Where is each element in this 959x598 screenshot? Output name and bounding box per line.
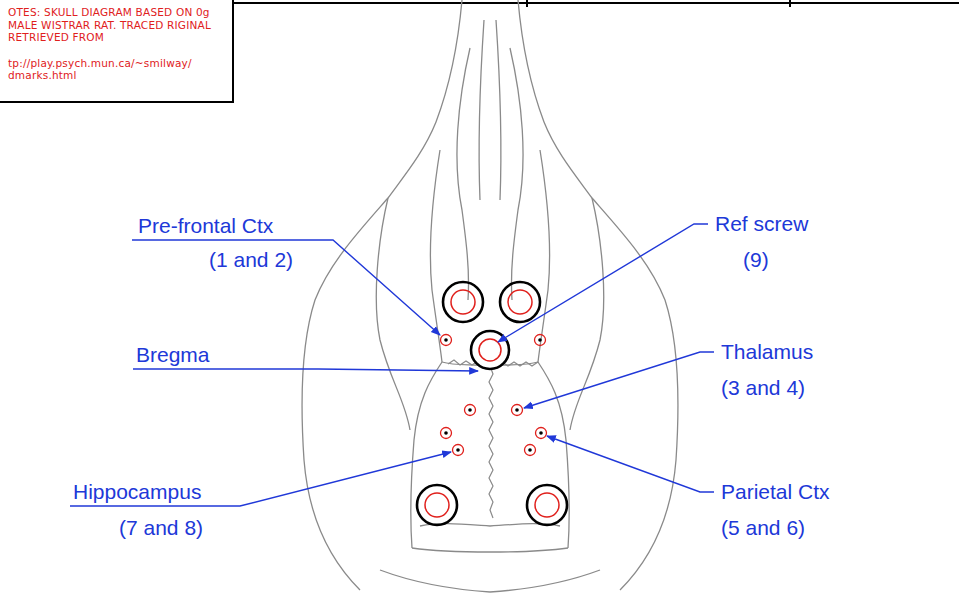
skull-screw (527, 485, 567, 525)
callout-number: (1 and 2) (208, 248, 294, 272)
skull-outline (302, 0, 462, 590)
electrode (525, 445, 536, 456)
electrode-dot (539, 431, 543, 435)
skull-outline (490, 0, 678, 592)
leader-line (70, 452, 451, 506)
frame-line (233, 0, 959, 7)
leader-line (498, 224, 708, 342)
leader-line (524, 352, 714, 408)
electrode-dot (468, 408, 472, 412)
note-text: OTES: SKULL DIAGRAM BASED ON 0g MALE WIS… (8, 6, 226, 44)
leader-line (132, 240, 440, 335)
region-label: Thalamus (720, 340, 814, 364)
lambdoid-ridge (412, 548, 490, 552)
skull-screw (500, 282, 540, 322)
electrode-dot (444, 431, 448, 435)
callout-number: (7 and 8) (118, 516, 204, 540)
electrode (512, 405, 523, 416)
ref-screw (471, 331, 509, 369)
frontal-bone (430, 150, 442, 362)
region-label: Bregma (135, 343, 211, 367)
electrode (536, 428, 547, 439)
note-text: tp://play.psych.mun.ca/~smilway/ dmarks.… (8, 57, 226, 82)
skull-screw (417, 485, 457, 525)
callout-number: (5 and 6) (720, 516, 806, 540)
zygomatic-arch (376, 198, 410, 430)
occipital-edge (380, 570, 490, 592)
electrode-dot (538, 338, 542, 342)
leader-line (547, 436, 714, 492)
region-label: Ref screw (714, 212, 809, 236)
electrode (441, 428, 452, 439)
leader-line (133, 369, 478, 371)
region-label: Parietal Ctx (720, 480, 831, 504)
callout-number: (9) (742, 248, 770, 272)
note-box: OTES: SKULL DIAGRAM BASED ON 0g MALE WIS… (0, 0, 234, 103)
skull-screw (443, 282, 483, 322)
electrode (465, 405, 476, 416)
electrode (441, 335, 452, 346)
region-label: Pre-frontal Ctx (137, 214, 274, 238)
skull-screw (451, 290, 475, 314)
skull-screw (535, 493, 559, 517)
nasal-bone (457, 48, 470, 300)
sagittal-suture (489, 366, 493, 518)
ref-screw (479, 339, 501, 361)
electrode-dot (528, 448, 532, 452)
electrode-dot (515, 408, 519, 412)
electrode (535, 335, 546, 346)
electrode-dot (444, 338, 448, 342)
callout-number: (3 and 4) (720, 376, 806, 400)
skull-screw (508, 290, 532, 314)
region-label: Hippocampus (72, 480, 202, 504)
electrode-dot (456, 448, 460, 452)
skull-screw (425, 493, 449, 517)
nasal-bone (479, 20, 484, 200)
electrode (453, 445, 464, 456)
